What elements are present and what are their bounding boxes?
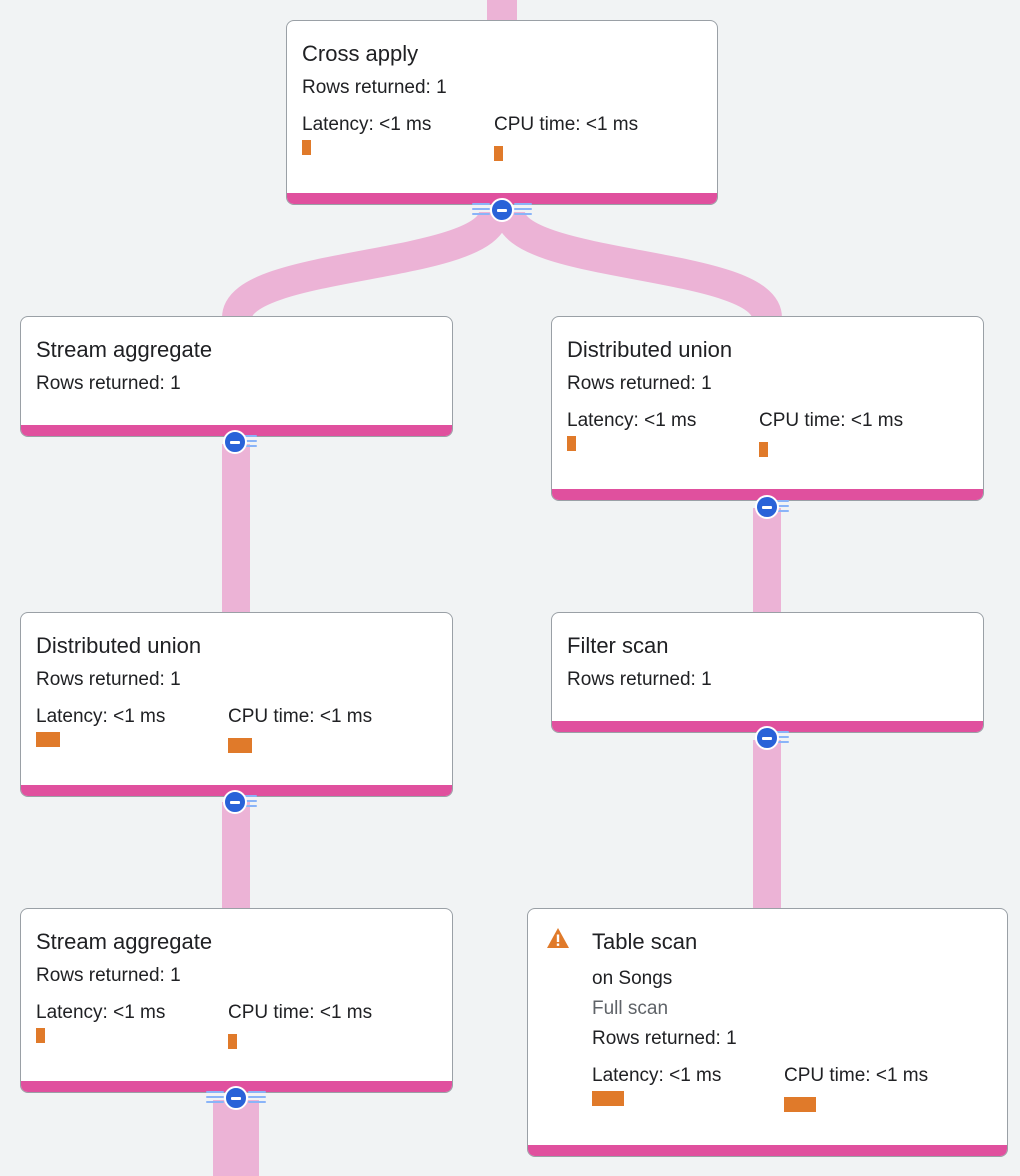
plan-node-cross-apply[interactable]: Cross apply Rows returned: 1 Latency: <1… xyxy=(286,20,718,205)
cpu-time-bar xyxy=(759,442,768,457)
cpu-time-bar xyxy=(784,1097,816,1112)
handle-lines xyxy=(472,203,490,216)
node-subtitle: on Songs xyxy=(592,968,673,989)
node-title: Stream aggregate xyxy=(36,929,213,954)
handle-lines xyxy=(771,731,789,744)
handle-lines xyxy=(239,795,257,808)
latency-bar xyxy=(592,1091,624,1106)
plan-node-stream-aggregate-2[interactable]: Stream aggregate Rows returned: 1 Latenc… xyxy=(20,908,453,1093)
node-title: Table scan xyxy=(592,929,698,954)
connector-cross-apply-to-stream-aggregate xyxy=(222,208,509,322)
collapse-icon[interactable] xyxy=(755,495,779,519)
node-rows-returned: Rows returned: 1 xyxy=(36,373,181,394)
cpu-time-bar xyxy=(228,1034,237,1049)
handle-lines xyxy=(514,203,532,216)
node-cpu-label: CPU time: <1 ms xyxy=(228,1002,373,1023)
node-latency-label: Latency: <1 ms xyxy=(592,1065,722,1086)
node-title: Stream aggregate xyxy=(36,337,213,362)
node-rows-returned: Rows returned: 1 xyxy=(36,669,181,690)
node-title: Distributed union xyxy=(36,633,202,658)
latency-bar xyxy=(36,732,60,747)
collapse-icon[interactable] xyxy=(490,198,514,222)
collapse-control-stream-aggregate-2[interactable] xyxy=(204,1084,268,1112)
node-cpu-label: CPU time: <1 ms xyxy=(759,410,904,431)
handle-lines xyxy=(239,435,257,448)
node-rows-returned: Rows returned: 1 xyxy=(302,77,447,98)
latency-bar xyxy=(36,1028,45,1043)
warning-icon xyxy=(547,928,569,948)
collapse-icon[interactable] xyxy=(223,790,247,814)
collapse-icon[interactable] xyxy=(223,430,247,454)
node-title: Cross apply xyxy=(302,41,419,66)
plan-node-distributed-union-left[interactable]: Distributed union Rows returned: 1 Laten… xyxy=(20,612,453,797)
node-scan-type: Full scan xyxy=(592,998,669,1019)
collapse-icon[interactable] xyxy=(224,1086,248,1110)
node-rows-returned: Rows returned: 1 xyxy=(567,669,712,690)
node-title: Filter scan xyxy=(567,633,669,658)
node-cpu-label: CPU time: <1 ms xyxy=(784,1065,929,1086)
node-latency-label: Latency: <1 ms xyxy=(567,410,697,431)
handle-lines xyxy=(771,500,789,513)
node-title: Distributed union xyxy=(567,337,733,362)
node-latency-label: Latency: <1 ms xyxy=(36,1002,166,1023)
collapse-control-stream-aggregate-1[interactable] xyxy=(203,428,267,456)
node-rows-returned: Rows returned: 1 xyxy=(36,965,181,986)
cpu-time-bar xyxy=(228,738,252,753)
collapse-control-cross-apply[interactable] xyxy=(470,196,534,224)
plan-node-filter-scan[interactable]: Filter scan Rows returned: 1 xyxy=(551,612,984,733)
plan-node-distributed-union-right[interactable]: Distributed union Rows returned: 1 Laten… xyxy=(551,316,984,501)
plan-node-stream-aggregate-1[interactable]: Stream aggregate Rows returned: 1 xyxy=(20,316,453,437)
cpu-time-bar xyxy=(494,146,503,161)
collapse-icon[interactable] xyxy=(755,726,779,750)
node-latency-label: Latency: <1 ms xyxy=(36,706,166,727)
collapse-control-filter-scan[interactable] xyxy=(735,724,799,752)
latency-bar xyxy=(567,436,576,451)
plan-node-table-scan[interactable]: Table scan on Songs Full scan Rows retur… xyxy=(527,908,1008,1157)
node-cpu-label: CPU time: <1 ms xyxy=(494,114,639,135)
node-rows-returned: Rows returned: 1 xyxy=(592,1028,737,1049)
node-latency-label: Latency: <1 ms xyxy=(302,114,432,135)
handle-lines xyxy=(206,1091,224,1104)
collapse-control-distributed-union-right[interactable] xyxy=(735,493,799,521)
handle-lines xyxy=(248,1091,266,1104)
connector-cross-apply-to-distributed-union xyxy=(495,208,782,322)
node-rows-returned: Rows returned: 1 xyxy=(567,373,712,394)
node-cpu-label: CPU time: <1 ms xyxy=(228,706,373,727)
collapse-control-distributed-union-left[interactable] xyxy=(203,788,267,816)
latency-bar xyxy=(302,140,311,155)
